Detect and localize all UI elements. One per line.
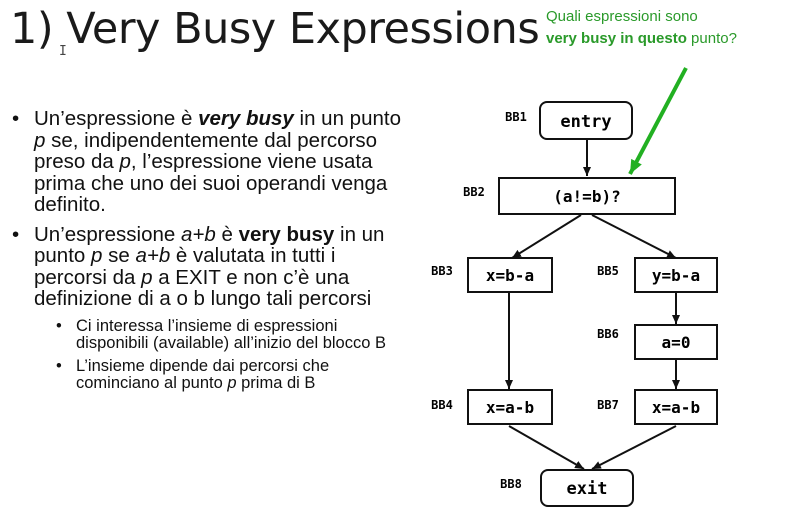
node-bb2-label: BB2 — [463, 185, 485, 199]
node-bb5-code: y=b-a — [652, 266, 700, 285]
bullet-list: • Un’espressione è very busy in un punto… — [12, 108, 412, 398]
node-bb5-label: BB5 — [597, 264, 619, 278]
bullet-2-var: a+b — [181, 222, 216, 246]
bullet-dot-icon: • — [12, 107, 20, 130]
edge-bb7-bb8 — [591, 425, 677, 470]
bullet-2: • Un’espressione a+b è very busy in un p… — [12, 222, 412, 310]
bullet-2-text: se — [102, 244, 136, 267]
node-bb2-code: (a!=b)? — [553, 187, 620, 206]
node-bb2 — [498, 177, 676, 215]
bullet-2-text: a EXIT e non c’è una definizione di a o … — [34, 265, 372, 310]
node-bb7-code: x=a-b — [652, 398, 700, 417]
bullet-1-var: p — [119, 150, 131, 173]
question-line-2: very busy in questo punto? — [546, 28, 737, 50]
node-bb7 — [634, 389, 718, 425]
question-line-1: Quali espressioni sono — [546, 8, 698, 25]
bullet-2-text: in un punto — [34, 222, 385, 267]
node-bb6-code: a=0 — [662, 333, 691, 352]
bullet-2-var: p — [141, 265, 153, 289]
bullet-1-text: in un punto — [293, 107, 401, 130]
text-cursor-icon: I — [59, 44, 67, 59]
question-bold: very busy in questo — [546, 30, 687, 47]
node-bb8-label: BB8 — [500, 477, 522, 491]
node-bb4-label: BB4 — [431, 398, 453, 412]
node-bb3-label: BB3 — [431, 264, 453, 278]
bullet-1-text: se, indipendentemente dal percorso preso… — [34, 128, 378, 173]
edge-bb4-bb8 — [508, 425, 585, 470]
sub-bullet-2-text: prima di B — [236, 374, 316, 392]
bullet-1-text: Un’espressione è — [34, 107, 199, 130]
node-bb1 — [539, 101, 633, 140]
node-bb4-code: x=a-b — [486, 398, 534, 417]
bullet-1-var: p — [34, 128, 46, 152]
node-bb8 — [540, 469, 634, 507]
node-bb5 — [634, 257, 718, 293]
edge-bb2-bb5 — [591, 214, 677, 259]
sub-bullet-2-text: L’insieme dipende dai percorsi che comin… — [76, 356, 330, 392]
bullet-2-var: a+b — [135, 244, 171, 267]
green-pointer-arrow-icon — [628, 67, 688, 175]
bullet-2-var: p — [91, 244, 103, 267]
bullet-2-emph: very busy — [238, 222, 335, 246]
node-bb6-label: BB6 — [597, 327, 619, 341]
bullet-dot-icon: • — [12, 222, 20, 246]
sub-bullet-1-text: Ci interessa l’insieme di espressioni di… — [76, 316, 386, 352]
bullet-2-text: è — [215, 222, 239, 246]
node-bb6 — [634, 324, 718, 360]
node-bb4 — [467, 389, 553, 425]
node-bb1-label: BB1 — [505, 110, 527, 124]
node-bb1-code: entry — [560, 112, 611, 132]
sub-bullet-1: • Ci interessa l’insieme di espressioni … — [56, 316, 412, 353]
bullet-2-text: Un’espressione — [34, 222, 181, 246]
sub-bullet-2-var: p — [227, 374, 237, 392]
page-title: 1) Very Busy Expressions — [10, 4, 540, 54]
bullet-dot-icon: • — [56, 356, 62, 375]
node-bb8-code: exit — [567, 479, 608, 499]
question-rest: punto? — [686, 30, 737, 47]
bullet-dot-icon: • — [56, 316, 62, 335]
bullet-1-emph: very busy — [198, 107, 294, 130]
bullet-1-text: , l’espressione viene usata prima che un… — [34, 150, 388, 216]
node-bb3-code: x=b-a — [486, 266, 534, 285]
bullet-2-text: è valutata in tutti i percorsi da — [34, 244, 336, 289]
question-callout: Quali espressioni sono very busy in ques… — [546, 6, 737, 50]
node-bb7-label: BB7 — [597, 398, 619, 412]
node-bb3 — [467, 257, 553, 293]
bullet-1: • Un’espressione è very busy in un punto… — [12, 108, 412, 216]
edge-bb2-bb3 — [511, 214, 582, 259]
sub-bullet-2: • L’insieme dipende dai percorsi che com… — [56, 356, 412, 393]
